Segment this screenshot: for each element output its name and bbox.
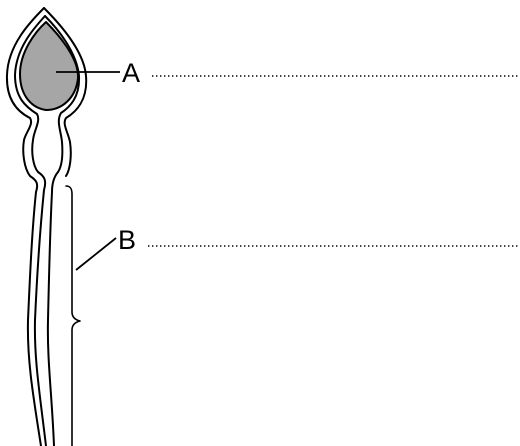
- label-a-group: A: [56, 58, 518, 88]
- label-b-leader-line: [76, 238, 116, 270]
- label-b-group: B: [76, 225, 518, 270]
- sperm-cell: [7, 8, 86, 446]
- bracket-b: [66, 186, 80, 446]
- tail-right-edge: [48, 172, 58, 446]
- label-b: B: [118, 225, 136, 255]
- label-a: A: [122, 58, 140, 88]
